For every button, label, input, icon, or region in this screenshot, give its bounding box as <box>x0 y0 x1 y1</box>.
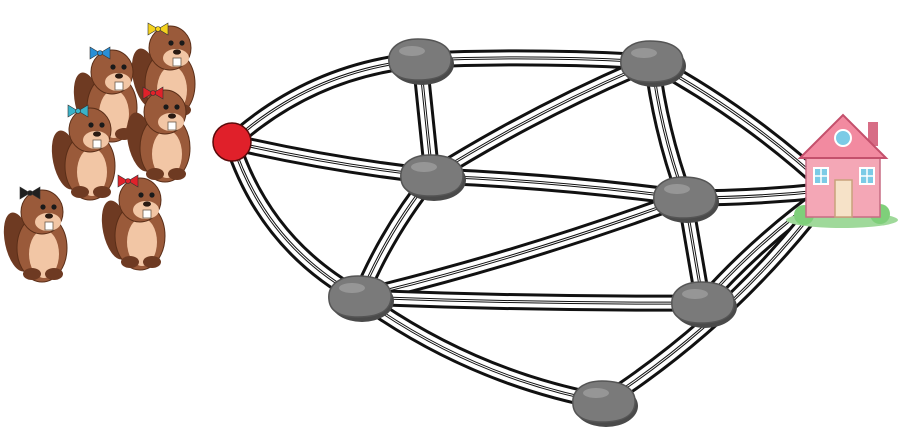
beaver-6 <box>0 187 67 282</box>
window-2 <box>860 168 874 184</box>
start-node <box>213 123 251 161</box>
stone-lower-right <box>672 282 737 328</box>
road-network <box>232 58 830 402</box>
stone-middle-left <box>401 155 466 201</box>
beaver-4 <box>47 105 115 200</box>
stone-top-right <box>621 41 686 87</box>
beaver-group <box>0 23 195 282</box>
round-window <box>835 130 851 146</box>
stone-lower-left <box>329 276 394 322</box>
road-s5-s6 <box>360 297 703 303</box>
window-1 <box>814 168 828 184</box>
road-s1-s2 <box>420 58 652 62</box>
road-s2-s3 <box>432 62 652 176</box>
house-door <box>835 180 852 217</box>
road-s5-s7 <box>360 297 604 402</box>
stone-top-left <box>389 39 454 85</box>
start-circle <box>213 123 251 161</box>
stone-middle-right <box>654 177 719 223</box>
stone-bottom <box>573 381 638 427</box>
road-s3-s4 <box>432 176 685 198</box>
